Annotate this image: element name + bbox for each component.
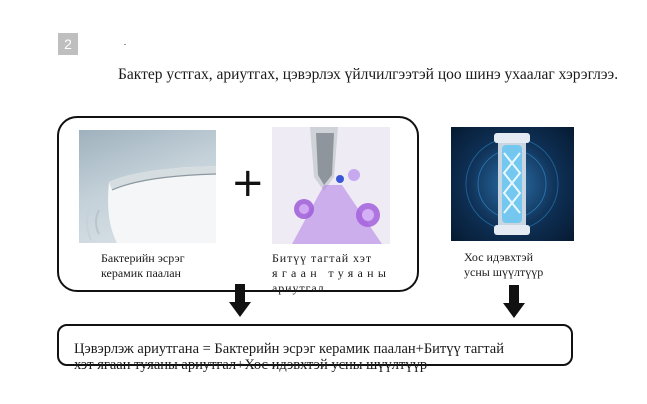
- down-arrow-icon: [503, 285, 525, 324]
- down-arrow-icon: [229, 284, 251, 323]
- filter-caption-line1: Хос идэвхтэй: [464, 250, 533, 264]
- water-filter-photo: [451, 127, 574, 241]
- formula-line1: Цэвэрлэж ариутгана = Бактерийн эсрэг кер…: [74, 341, 504, 357]
- filter-caption-line2: усны шүүлтүүр: [464, 265, 544, 279]
- ceramic-caption-line1: Бактерийн эсрэг: [101, 251, 185, 265]
- uv-wand-illustration: [272, 127, 390, 244]
- uv-sterilization-photo: [272, 127, 390, 244]
- uv-caption-line1: Битүү тагтай хэт: [272, 251, 372, 265]
- filter-caption: Хос идэвхтэй усны шүүлтүүр: [464, 250, 543, 280]
- uv-caption-line3: ариутгал: [272, 281, 325, 295]
- page-headline: Бактер устгах, ариутгах, цэвэрлэх үйлчил…: [118, 66, 619, 83]
- ceramic-toilet-photo: [79, 130, 216, 243]
- uv-caption-line2: ягаан туяаны: [272, 266, 391, 280]
- formula-text: Цэвэрлэж ариутгана = Бактерийн эсрэг кер…: [74, 340, 574, 374]
- ceramic-caption-line2: керамик паалан: [101, 266, 181, 280]
- page-number: 2: [58, 33, 78, 55]
- formula-line2: хэт ягаан туяаны ариутгал+Хос идэвхтэй у…: [74, 357, 428, 373]
- uv-caption: Битүү тагтай хэт ягаан туяаны ариутгал: [272, 251, 390, 296]
- filter-tube-illustration: [465, 133, 559, 235]
- plus-operator: +: [231, 160, 265, 206]
- ceramic-caption: Бактерийн эсрэг керамик паалан: [101, 251, 185, 281]
- toilet-illustration: [86, 166, 216, 243]
- decorative-dot: [124, 44, 126, 45]
- formula-frame: [57, 324, 573, 366]
